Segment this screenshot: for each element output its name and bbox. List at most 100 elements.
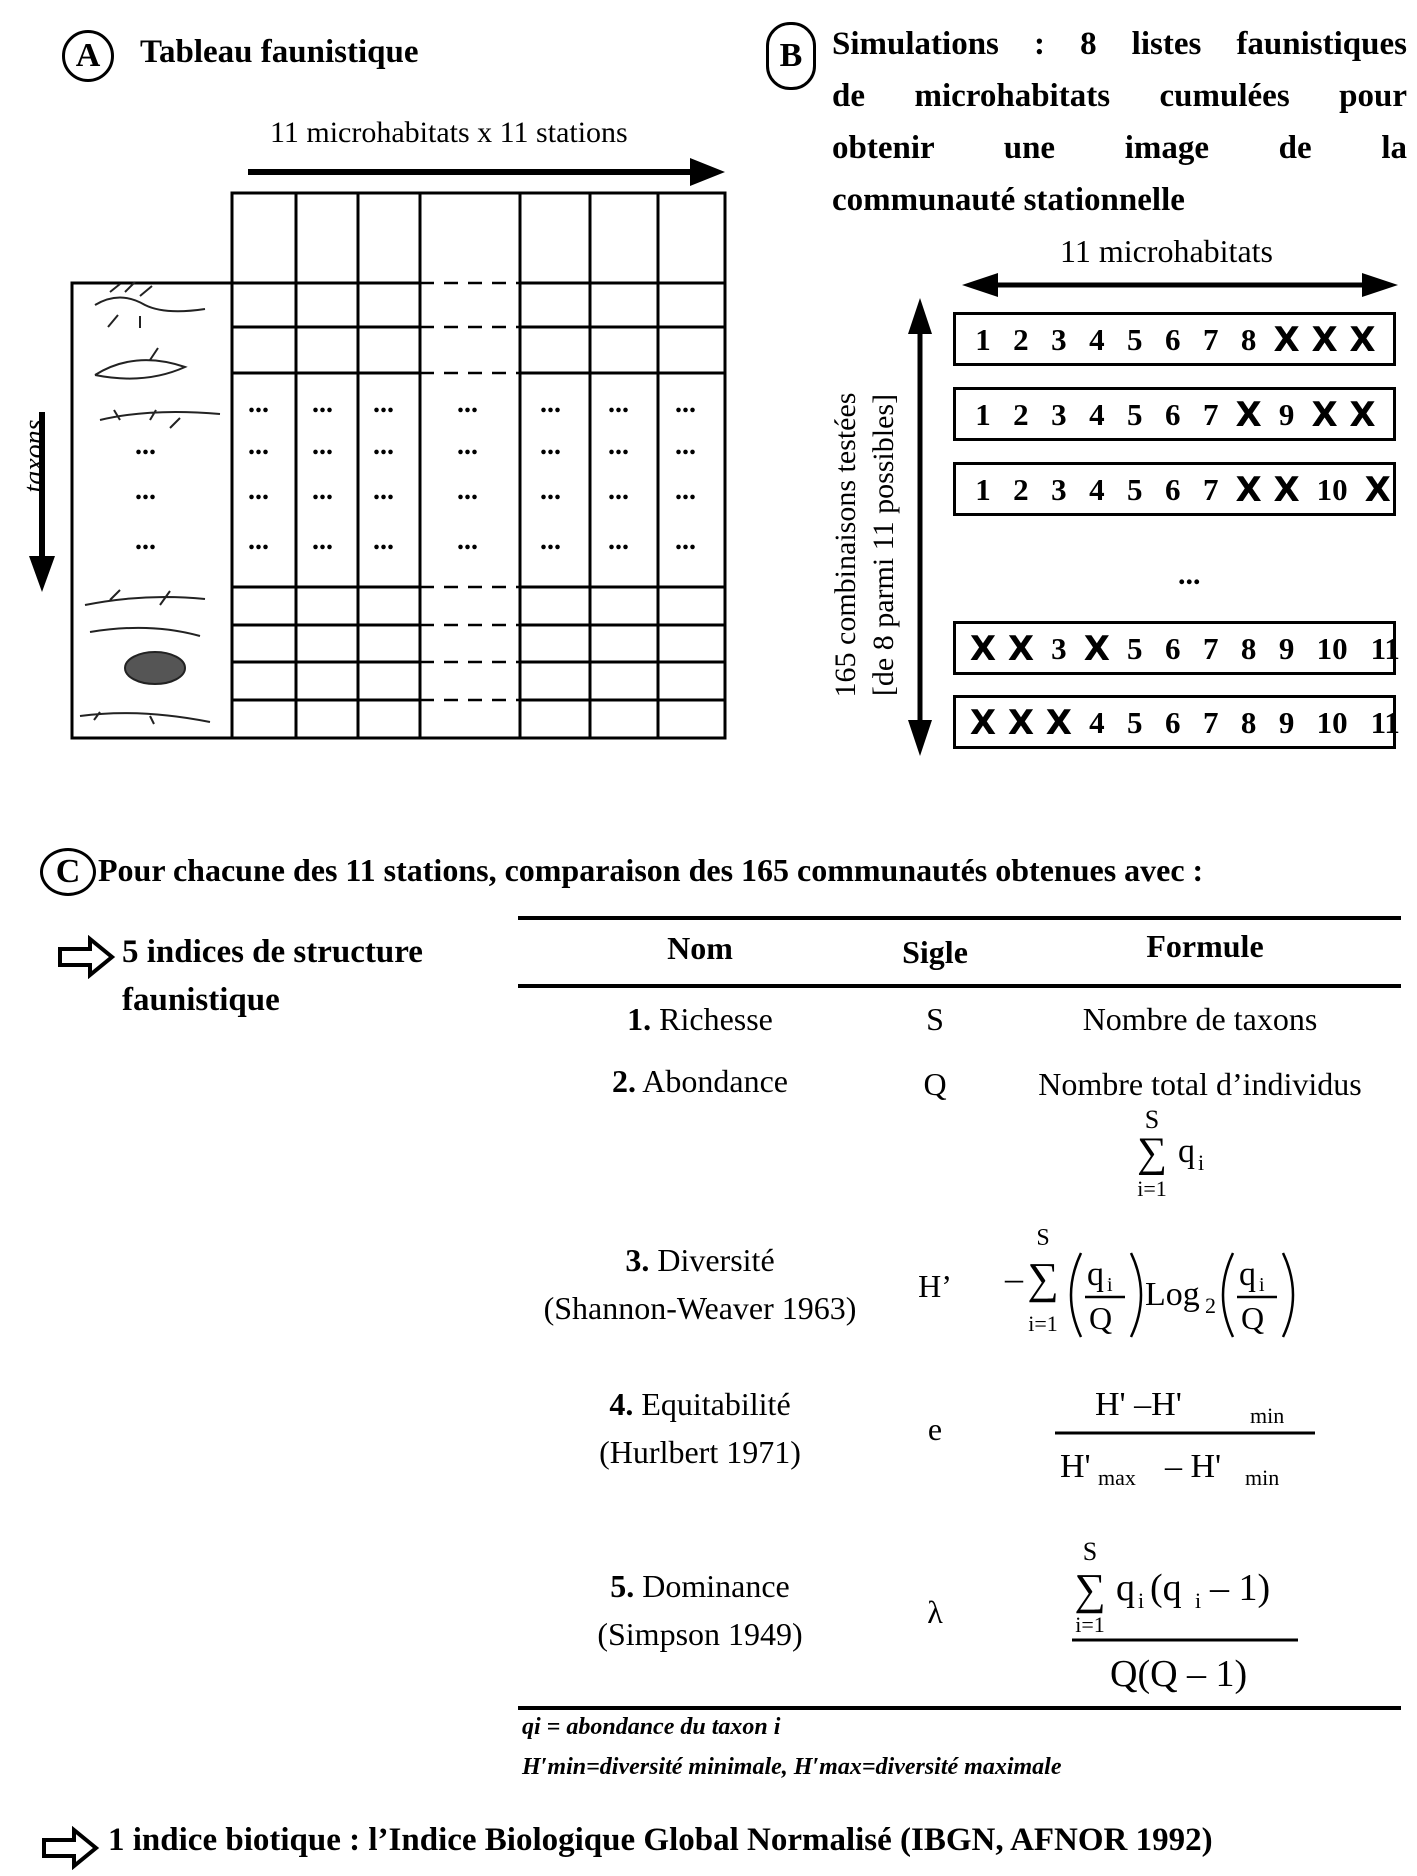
- microhabitat-number: 8: [1240, 705, 1257, 740]
- microhabitat-number: 4: [1089, 705, 1105, 740]
- microhabitat-number: 5: [1127, 322, 1143, 357]
- dots-cell: ...: [248, 388, 269, 419]
- svg-text:Q(Q – 1): Q(Q – 1): [1110, 1653, 1247, 1695]
- microhabitat-number: 11: [1370, 705, 1400, 740]
- dots-cell: ...: [248, 525, 269, 556]
- crossed-out-mark: X: [1083, 629, 1110, 669]
- simulation-text-line: communauté stationnelle: [832, 182, 1185, 218]
- svg-text:– 1): – 1): [1209, 1567, 1270, 1609]
- crossed-out-mark: X: [1349, 320, 1376, 360]
- dots-cell: ...: [675, 430, 696, 461]
- svg-text:∑: ∑: [1137, 1130, 1167, 1176]
- panel-c-heading: Pour chacune des 11 stations, comparaiso…: [98, 852, 1204, 888]
- footnote-abundance: qi = abondance du taxon i: [522, 1714, 781, 1740]
- dots-cell: ...: [312, 430, 333, 461]
- svg-text:S: S: [1145, 1105, 1159, 1134]
- dots-cell: ...: [248, 430, 269, 461]
- microhabitats-arrow-label: 11 microhabitats: [1060, 233, 1273, 269]
- svg-text:min: min: [1250, 1403, 1284, 1428]
- row-richesse-formule: Nombre de taxons: [1082, 1001, 1318, 1037]
- formula-abondance-sum: S ∑ q i i=1: [1137, 1105, 1204, 1201]
- microhabitat-number: 7: [1202, 705, 1219, 740]
- top-arrow-label: 11 microhabitats x 11 stations: [270, 116, 628, 149]
- svg-text:2: 2: [1205, 1293, 1216, 1318]
- microhabitat-number: 3: [1051, 631, 1067, 666]
- panel-a-title: Tableau faunistique: [140, 34, 419, 70]
- microhabitat-number: 5: [1127, 397, 1143, 432]
- row-richesse-sigle: S: [926, 1001, 944, 1037]
- svg-text:(q: (q: [1150, 1567, 1182, 1609]
- microhabitat-number: 8: [1240, 631, 1257, 666]
- microhabitat-number: 6: [1164, 397, 1181, 432]
- microhabitat-number: 6: [1164, 631, 1181, 666]
- microhabitat-number: 10: [1316, 472, 1348, 507]
- index-name: Abondance: [642, 1063, 788, 1099]
- svg-text:H' –H': H' –H': [1095, 1386, 1182, 1423]
- crossed-out-mark: X: [1311, 395, 1338, 435]
- header-nom: Nom: [667, 930, 733, 966]
- combinations-arrow: [908, 298, 932, 756]
- crossed-out-mark: X: [1364, 470, 1391, 510]
- dots-cell: ...: [540, 475, 561, 506]
- row-diversite-sigle: H’: [918, 1268, 952, 1304]
- dots-cell: ...: [373, 525, 394, 556]
- svg-text:i: i: [1195, 1588, 1201, 1613]
- dots-cell: ...: [312, 525, 333, 556]
- dots-cell: ...: [675, 525, 696, 556]
- microhabitat-number: 1: [975, 397, 991, 432]
- simulation-text: Simulations : 8 listes faunistiques de m…: [832, 18, 1407, 226]
- svg-text:∑: ∑: [1027, 1254, 1058, 1303]
- microhabitat-number: 2: [1013, 397, 1029, 432]
- ibgn-bullet: 1 indice biotique : l’Indice Biologique …: [108, 1822, 1213, 1858]
- microhabitat-number: 7: [1202, 397, 1219, 432]
- combinations-label: 165 combinaisons testées [de 8 parmi 11 …: [827, 310, 907, 780]
- row-number: 4.: [609, 1386, 634, 1422]
- microhabitat-number: 7: [1202, 472, 1219, 507]
- crossed-out-mark: X: [1235, 395, 1262, 435]
- taxons-label: taxons: [19, 419, 50, 493]
- svg-text:q: q: [1239, 1256, 1256, 1293]
- dots-cell: ...: [312, 388, 333, 419]
- microhabitat-number: 4: [1089, 322, 1105, 357]
- crossed-out-mark: X: [1349, 395, 1376, 435]
- microhabitat-number: 9: [1278, 397, 1295, 432]
- index-name: Richesse: [659, 1001, 773, 1037]
- svg-text:– H': – H': [1164, 1448, 1221, 1485]
- crossed-out-mark: X: [1007, 629, 1035, 669]
- svg-text:i: i: [1138, 1588, 1144, 1613]
- microhabitat-number: 6: [1164, 322, 1181, 357]
- svg-text:Log: Log: [1145, 1276, 1200, 1313]
- microhabitat-number: 5: [1127, 472, 1143, 507]
- row-diversite-name: 3. Diversité (Shannon-Weaver 1963): [500, 1236, 900, 1332]
- microhabitat-number: 3: [1051, 472, 1067, 507]
- microhabitat-number: 2: [1013, 322, 1029, 357]
- svg-text:q: q: [1087, 1256, 1104, 1293]
- row-number: 1.: [627, 1001, 652, 1037]
- svg-text:q: q: [1178, 1133, 1195, 1170]
- panel-b-letter: B: [766, 22, 816, 90]
- index-name: Dominance: [642, 1568, 790, 1604]
- dots-cell: ...: [135, 430, 156, 461]
- row-number: 3.: [625, 1242, 650, 1278]
- dots-cell: ...: [373, 388, 394, 419]
- crossed-out-mark: X: [1235, 470, 1262, 510]
- svg-text:S: S: [1083, 1537, 1097, 1566]
- panel-a-letter: A: [62, 30, 114, 82]
- microhabitat-number: 4: [1089, 397, 1105, 432]
- dots-cell: ...: [540, 388, 561, 419]
- microhabitat-number: 3: [1051, 322, 1067, 357]
- dots-cell: ...: [135, 475, 156, 506]
- index-reference: (Shannon-Weaver 1963): [543, 1290, 857, 1326]
- row-abondance-name: 2. Abondance: [520, 1057, 880, 1105]
- dots-cell: ...: [608, 388, 629, 419]
- dots-cell: ...: [608, 525, 629, 556]
- row-dominance-sigle: λ: [927, 1594, 943, 1630]
- crossed-out-mark: X: [1007, 703, 1035, 743]
- crossed-out-mark: X: [1273, 470, 1300, 510]
- microhabitat-number: 7: [1202, 631, 1219, 666]
